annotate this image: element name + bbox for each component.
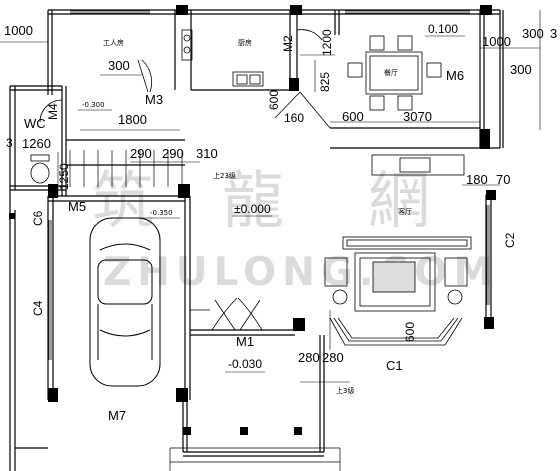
dim-1000-left: 1000 — [4, 23, 33, 38]
dim-290-a: 290 — [130, 146, 152, 161]
level-markers — [78, 35, 465, 373]
window-tag-c1: C1 — [386, 358, 403, 373]
kitchen-fixtures — [181, 29, 264, 87]
dim-1800: 1800 — [118, 112, 147, 127]
dim-600-b: 600 — [342, 109, 364, 124]
window-tag-c4: C4 — [31, 300, 45, 316]
doors — [39, 29, 331, 331]
door-tag-m4: M4 — [46, 103, 60, 120]
door-tag-m7: M7 — [108, 408, 126, 423]
dim-300-top-right: 300 — [522, 26, 544, 41]
dim-300-worker: 300 — [108, 58, 130, 73]
level-0100: 0.100 — [428, 22, 458, 36]
dim-3070: 3070 — [403, 109, 432, 124]
stairs — [69, 150, 183, 187]
dim-3-top-right: 3 — [550, 26, 557, 41]
dim-600-a: 600 — [267, 90, 281, 110]
dim-70: 70 — [496, 172, 510, 187]
dining-table — [347, 35, 442, 111]
watermark-text: ZHULONG.COM — [103, 250, 498, 295]
dim-180: 180 — [466, 172, 488, 187]
level-m0300: -0.300 — [82, 101, 105, 109]
room-label-living: 客厅 — [398, 207, 412, 216]
level-m0030: -0.030 — [228, 357, 262, 371]
columns — [9, 5, 496, 435]
steps-up-3: 上3级 — [336, 386, 354, 395]
dim-160: 160 — [284, 111, 304, 125]
windows — [48, 10, 490, 360]
dim-1260: 1260 — [22, 136, 51, 151]
dim-1000-right: 1000 — [482, 34, 511, 49]
window-tag-c6: C6 — [31, 210, 45, 226]
car-icon — [89, 217, 161, 387]
porch-steps — [169, 447, 341, 471]
walls — [9, 9, 504, 471]
room-label-wc: WC — [24, 116, 46, 131]
dim-300-right: 300 — [510, 62, 532, 77]
steps-up-23: 上23级 — [213, 171, 236, 180]
watermark-char-3: 網 — [368, 164, 430, 237]
dim-1250: 1250 — [57, 163, 71, 190]
dim-1200: 1200 — [320, 29, 334, 56]
level-0000: ±0.000 — [234, 202, 271, 216]
watermark: 筑 龍 網 ZHULONG.COM — [92, 164, 498, 295]
door-tag-m3: M3 — [145, 92, 163, 107]
level-m0350: -0.350 — [150, 209, 173, 217]
room-label-dining: 餐厅 — [384, 68, 398, 77]
room-label-kitchen: 厨房 — [238, 38, 252, 47]
dim-310: 310 — [196, 146, 218, 161]
dim-290-b: 290 — [162, 146, 184, 161]
sofa-set — [324, 154, 472, 312]
window-tag-c2: C2 — [503, 232, 517, 248]
dim-280-a: 280 — [298, 350, 320, 365]
toilet-icon — [30, 154, 50, 184]
dim-280-b: 280 — [322, 350, 344, 365]
dim-825: 825 — [318, 72, 332, 92]
dimension-lines — [0, 10, 541, 383]
door-tag-m5: M5 — [68, 199, 86, 214]
room-label-worker: 工人房 — [103, 38, 124, 47]
dim-600-c: 600 — [403, 322, 417, 342]
door-tag-m1: M1 — [236, 334, 254, 349]
door-tag-m2: M2 — [281, 35, 295, 52]
watermark-char-2: 龍 — [222, 164, 284, 237]
door-tag-m6: M6 — [446, 68, 464, 83]
window-tag-c3: 3 — [6, 136, 13, 150]
